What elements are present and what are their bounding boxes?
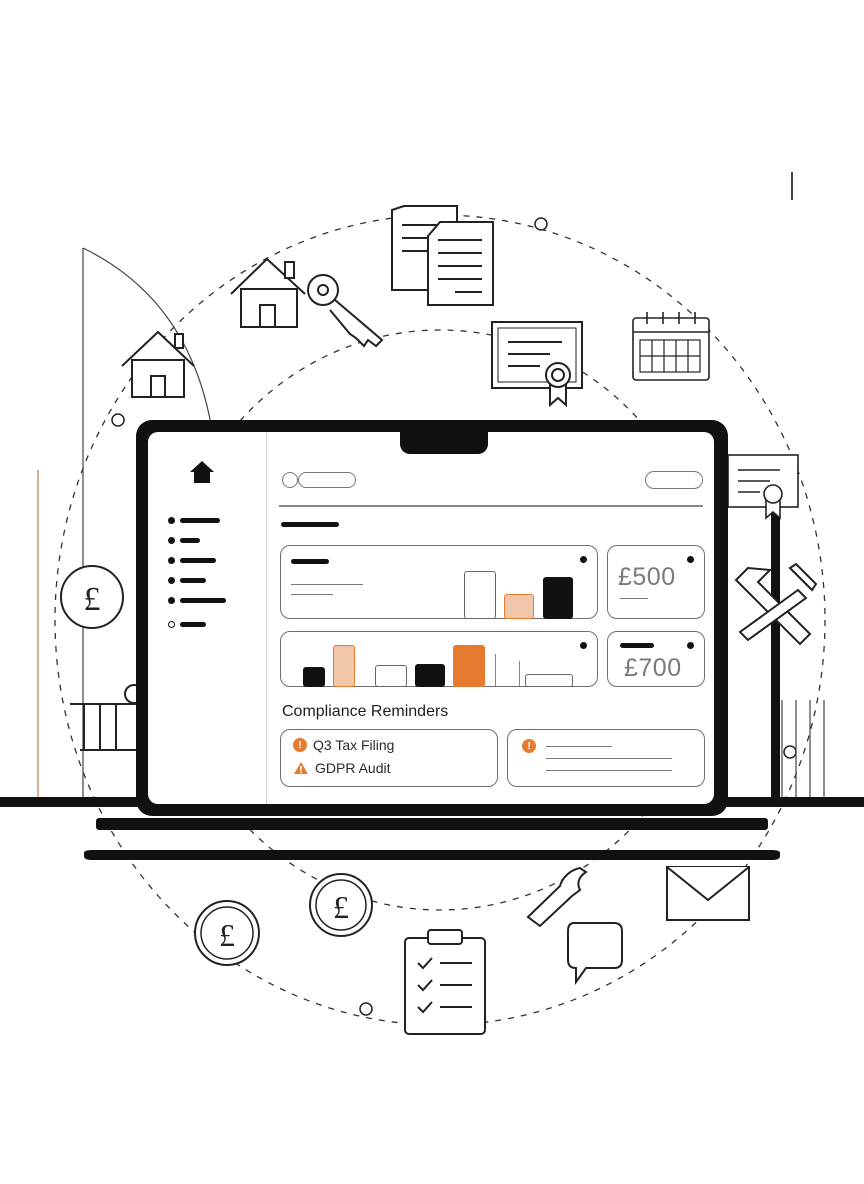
documents-icon	[391, 205, 494, 306]
chart-bar	[464, 571, 496, 619]
house-icon	[121, 330, 195, 398]
sidebar-item[interactable]	[168, 574, 248, 586]
pound-coin-icon: £	[194, 900, 260, 966]
orbit-node	[783, 745, 797, 759]
chart-bar	[333, 645, 355, 687]
chart-bar	[525, 674, 573, 687]
house-icon	[230, 257, 306, 328]
header-divider	[279, 505, 703, 507]
stat-value: £500	[618, 563, 676, 591]
compliance-card[interactable]: !	[507, 729, 705, 787]
pound-coin-icon: £	[60, 565, 124, 629]
sidebar-item[interactable]	[168, 514, 248, 526]
chart-bar	[303, 667, 325, 687]
fence-icon	[70, 684, 144, 751]
svg-text:£: £	[84, 581, 101, 618]
search-input[interactable]	[298, 472, 356, 488]
page-title	[281, 522, 339, 527]
stat-value: £700	[624, 654, 682, 682]
building-arc	[82, 247, 213, 431]
reminder-item[interactable]: ! Q3 Tax Filing	[293, 736, 394, 754]
compliance-card: ! Q3 Tax Filing GDPR Audit	[280, 729, 498, 787]
svg-text:£: £	[333, 889, 349, 925]
sidebar-item[interactable]	[168, 554, 248, 566]
chart-bar	[375, 665, 407, 687]
reminder-label: Q3 Tax Filing	[313, 737, 395, 753]
orbit-node	[534, 217, 548, 231]
warning-triangle-icon	[294, 762, 308, 774]
chart-bar	[415, 664, 445, 687]
key-icon	[307, 274, 384, 348]
envelope-icon	[666, 866, 750, 921]
chart-bar	[504, 594, 534, 619]
laptop-screen: £500 £700 Compliance Reminders ! Q	[136, 420, 728, 816]
stat-card[interactable]: £700	[607, 631, 705, 687]
pound-coin-icon: £	[309, 873, 373, 937]
exclamation-circle-icon: !	[522, 739, 536, 753]
exclamation-circle-icon: !	[293, 738, 307, 752]
tools-icon	[734, 562, 818, 646]
sidebar-item[interactable]	[168, 618, 248, 630]
account-button[interactable]	[645, 471, 703, 489]
dashboard-screen: £500 £700 Compliance Reminders ! Q	[148, 432, 714, 804]
topbar-toggle[interactable]	[282, 472, 298, 488]
laptop-stand	[84, 850, 780, 860]
home-icon[interactable]	[188, 458, 216, 486]
sidebar	[148, 432, 267, 804]
chart-card[interactable]	[280, 631, 598, 687]
chat-bubble-icon	[567, 922, 623, 986]
calendar-icon	[632, 312, 710, 381]
orbit-node	[111, 413, 125, 427]
reminder-item[interactable]: GDPR Audit	[293, 759, 390, 777]
chart-bar	[453, 645, 485, 687]
reminder-label: GDPR Audit	[315, 760, 391, 776]
sidebar-item[interactable]	[168, 594, 248, 606]
stat-card[interactable]: £500	[607, 545, 705, 619]
certificate-icon	[727, 454, 799, 520]
clipboard-icon	[404, 929, 486, 1035]
chart-card[interactable]	[280, 545, 598, 619]
sidebar-item[interactable]	[168, 534, 248, 546]
chart-bar	[543, 577, 573, 619]
laptop-base	[96, 818, 768, 830]
compliance-title: Compliance Reminders	[282, 703, 449, 720]
orbit-node	[359, 1002, 373, 1016]
wrench-icon	[526, 866, 588, 928]
certificate-icon	[491, 321, 583, 408]
camera-notch	[400, 432, 488, 454]
svg-text:£: £	[219, 917, 235, 953]
